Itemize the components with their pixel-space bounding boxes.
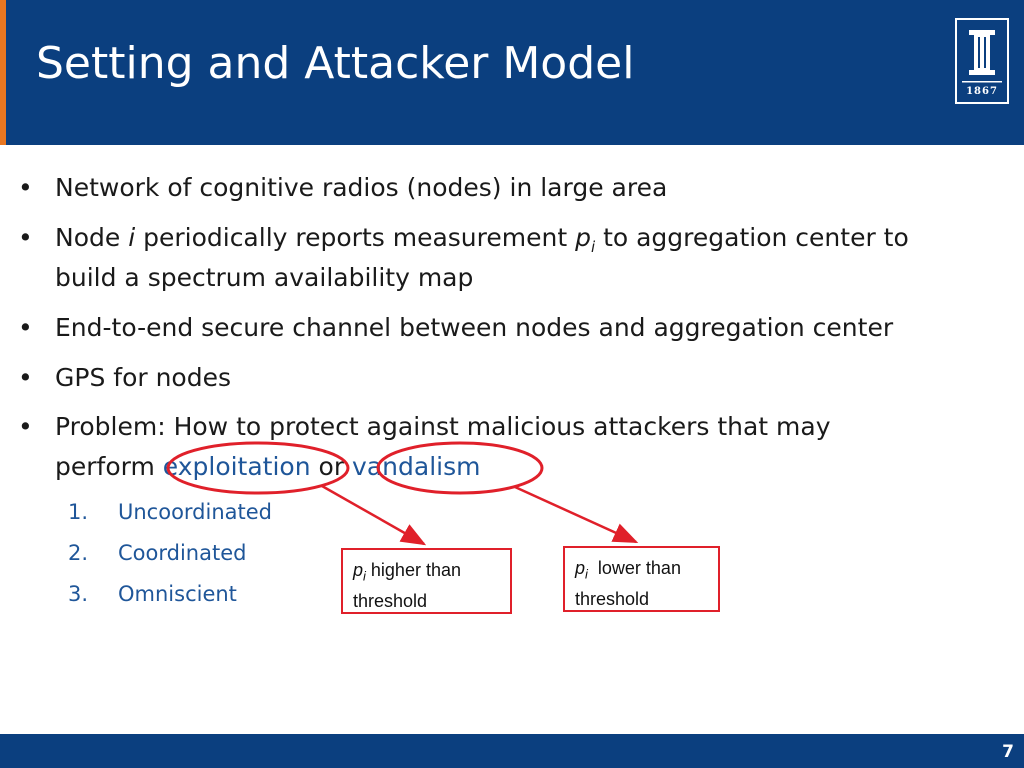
callout-text-line2: threshold bbox=[353, 590, 428, 611]
term-vandalism: vandalism bbox=[352, 452, 481, 481]
term-exploitation: exploitation bbox=[162, 452, 311, 481]
callout-variable: p bbox=[575, 558, 586, 578]
bullet-text: Network of cognitive radios (nodes) in l… bbox=[55, 173, 668, 202]
attack-type-item: 2. Coordinated bbox=[68, 539, 246, 567]
bullet-text: Node i periodically reports measurement … bbox=[55, 218, 909, 267]
university-seal-icon: 1867 bbox=[955, 18, 1009, 104]
callout-text-line2: threshold bbox=[575, 588, 650, 609]
callout-text: higher than bbox=[365, 560, 461, 580]
bullet-dot: • bbox=[18, 363, 33, 392]
callout-text: lower than bbox=[587, 558, 681, 578]
callout-subscript: i bbox=[585, 566, 588, 582]
attack-type-number: 3. bbox=[68, 582, 89, 606]
bullet-text-part: Node bbox=[55, 223, 129, 252]
attack-type-label: Coordinated bbox=[118, 541, 247, 565]
bullet-dot: • bbox=[18, 313, 33, 342]
page-number: 7 bbox=[1002, 742, 1014, 762]
header-accent-bar bbox=[0, 0, 6, 145]
attack-type-item: 1. Uncoordinated bbox=[68, 498, 272, 526]
attack-type-number: 1. bbox=[68, 500, 89, 524]
attack-type-number: 2. bbox=[68, 541, 89, 565]
slide-title: Setting and Attacker Model bbox=[36, 38, 635, 89]
callout-subscript: i bbox=[363, 568, 366, 584]
bullet-text-line2: perform exploitation or vandalism bbox=[55, 447, 480, 487]
exploitation-circle bbox=[166, 441, 350, 495]
bullet-text-part: perform bbox=[55, 452, 163, 481]
variable-i: i bbox=[128, 223, 136, 252]
attack-type-label: Omniscient bbox=[118, 582, 237, 606]
attack-type-item: 3. Omniscient bbox=[68, 580, 237, 608]
bullet-dot: • bbox=[18, 223, 33, 252]
slide-header: Setting and Attacker Model 1867 bbox=[0, 0, 1024, 145]
variable-p: p bbox=[575, 223, 591, 252]
bullet-text-part: periodically reports measurement bbox=[135, 223, 576, 252]
bullet-text-part: to aggregation center to bbox=[595, 223, 909, 252]
bullet-text: Problem: How to protect against maliciou… bbox=[55, 412, 831, 441]
slide-footer: 7 bbox=[0, 734, 1024, 768]
bullet-text-line2: build a spectrum availability map bbox=[55, 263, 474, 292]
bullet-text: End-to-end secure channel between nodes … bbox=[55, 313, 894, 342]
callout-lower-than-threshold: pi lower than threshold bbox=[563, 546, 720, 612]
attack-type-label: Uncoordinated bbox=[118, 500, 273, 524]
bullet-text: GPS for nodes bbox=[55, 363, 232, 392]
seal-year: 1867 bbox=[966, 86, 998, 97]
callout-higher-than-threshold: pi higher than threshold bbox=[341, 548, 512, 614]
subscript-i: i bbox=[590, 238, 596, 256]
exploitation-arrow bbox=[321, 484, 427, 546]
vandalism-circle bbox=[376, 441, 544, 495]
bullet-dot: • bbox=[18, 412, 33, 441]
callout-variable: p bbox=[353, 560, 364, 580]
bullet-dot: • bbox=[18, 173, 33, 202]
vandalism-arrow bbox=[514, 485, 639, 544]
